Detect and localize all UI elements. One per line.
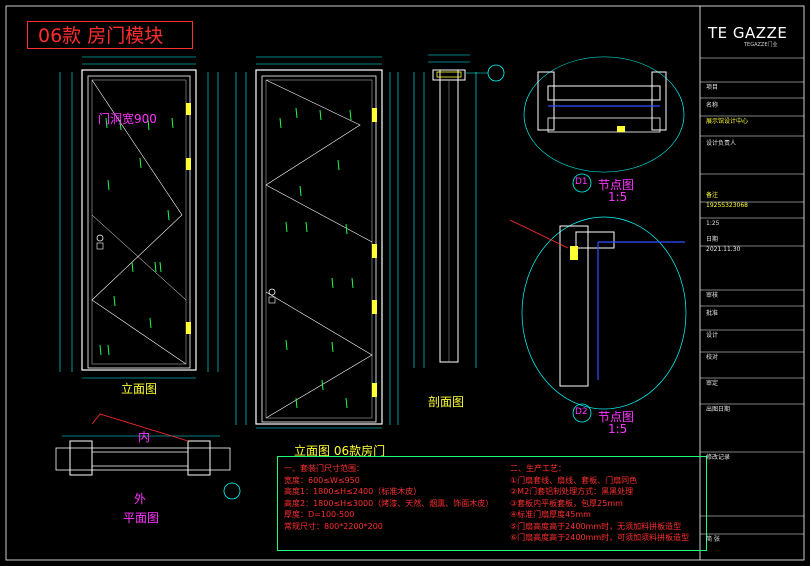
- note-line: 厚度：D=100-500: [284, 510, 355, 519]
- node-d1-view: [523, 56, 685, 193]
- note-line: 常规尺寸：800*2200*200: [284, 521, 383, 531]
- note-line: 二、生产工艺：: [510, 464, 566, 473]
- sheet-border: [5, 5, 805, 561]
- brand-logo-sub: TEGAZZE门业: [744, 42, 778, 48]
- elevation-1-view: [59, 56, 219, 379]
- section-label: 剖面图: [428, 395, 465, 409]
- tb-drawing-no: 1925S323068: [706, 202, 748, 209]
- tb-row: 2021.11.30: [706, 246, 741, 253]
- title-block-grid: [700, 57, 804, 535]
- plan-outside-label: 外: [134, 492, 147, 506]
- production-notes-panel: 一、套装门尺寸范围： 宽度：600≤W≤950 高度1：1800≤H≤2400（…: [277, 456, 707, 551]
- note-line: 高度2：1800≤H≤3000（烤漆、天然、烟熏、饰面木皮）: [284, 498, 494, 508]
- tb-row: 审定: [706, 380, 719, 387]
- node-d1-scale: 1:5: [608, 190, 628, 204]
- dim-door-width-top: 门洞宽900: [98, 112, 157, 126]
- tb-row: 批准: [706, 310, 719, 317]
- node-d1-label: 节点图: [598, 178, 635, 192]
- tb-row: 设计负责人: [706, 140, 737, 147]
- note-line: ③套板内平板套板，包厚25mm: [510, 498, 623, 508]
- note-line: ④标准门扇厚度45mm: [510, 510, 591, 519]
- tb-row: 日期: [706, 236, 719, 243]
- elevation-2-view: [235, 56, 399, 429]
- brand-logo: TE GAZZE: [708, 24, 788, 42]
- bubble-d2: D2: [575, 407, 588, 417]
- plan-view: [55, 413, 241, 500]
- section-view: [413, 54, 505, 368]
- note-line: 高度1：1800≤H≤2400（标准木皮）: [284, 487, 422, 496]
- tb-row: 项目: [706, 84, 719, 91]
- tb-row: 校对: [706, 354, 719, 361]
- tb-row: 展示馆设计中心: [706, 118, 749, 125]
- note-line: ①门扇套线、扇线、套板、门扇同色: [510, 475, 638, 485]
- node-d2-label: 节点图: [598, 410, 635, 424]
- tb-row: 设计: [706, 332, 719, 339]
- note-line: ⑥门扇高度高于2400mm时，可须加须料拼板造型: [510, 533, 690, 542]
- tb-row: 审核: [706, 292, 719, 299]
- tb-row: 名称: [706, 102, 719, 109]
- tb-sheet: 简 张: [706, 536, 720, 543]
- tb-row: 修改记录: [706, 454, 731, 461]
- node-d2-view: [509, 216, 687, 423]
- elevation-1-label: 立面图: [121, 382, 158, 396]
- drawing-title: 06款 房门模块: [27, 21, 193, 49]
- elevation-2-label: 立面图 06款房门: [294, 444, 386, 458]
- notes-process: 二、生产工艺： ①门扇套线、扇线、套板、门扇同色 ②M2门套铝制处理方式：黑黑处…: [510, 463, 689, 544]
- bubble-d1: D1: [575, 177, 588, 187]
- tb-row: 出图日期: [706, 406, 731, 413]
- plan-label: 平面图: [123, 511, 160, 525]
- note-line: ⑤门扇高度高于2400mm时，无须加料拼板造型: [510, 521, 682, 531]
- tb-row: 1:25: [706, 220, 720, 227]
- plan-inside-label: 内: [138, 430, 151, 444]
- note-line: 一、套装门尺寸范围：: [284, 464, 364, 473]
- title-block: 项目 名称 展示馆设计中心 设计负责人 备注 1925S323068 1:25 …: [700, 12, 800, 552]
- node-d2-scale: 1:5: [608, 422, 628, 436]
- note-line: 宽度：600≤W≤950: [284, 475, 360, 485]
- notes-size-range: 一、套装门尺寸范围： 宽度：600≤W≤950 高度1：1800≤H≤2400（…: [284, 463, 493, 532]
- tb-row: 备注: [706, 192, 719, 199]
- note-line: ②M2门套铝制处理方式：黑黑处理: [510, 487, 634, 496]
